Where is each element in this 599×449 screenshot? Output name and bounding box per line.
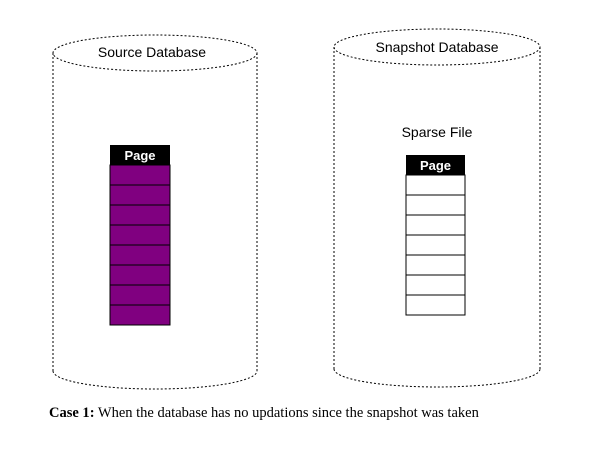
snapshot-page-row: [405, 274, 466, 296]
source-page-row: [109, 224, 171, 246]
snapshot-page-row: [405, 174, 466, 196]
snapshot-page-row: [405, 234, 466, 256]
source-page-stack: Page: [109, 145, 171, 326]
sparse-file-label: Sparse File: [402, 124, 473, 140]
source-page-row: [109, 304, 171, 326]
caption-text: When the database has no updations since…: [97, 405, 479, 421]
snapshot-database-cylinder: [333, 28, 541, 388]
snapshot-page-header-label: Page: [420, 158, 451, 173]
source-page-row: [109, 184, 171, 206]
source-page-row: [109, 204, 171, 226]
source-page-header-label: Page: [124, 148, 155, 163]
caption-case-label: Case 1: [49, 405, 90, 421]
source-page-row: [109, 244, 171, 266]
snapshot-page-row: [405, 194, 466, 216]
snapshot-db-bottom-curve: [333, 368, 541, 388]
snapshot-page-row: [405, 254, 466, 276]
source-database-title: Source Database: [98, 44, 206, 60]
snapshot-page-stack: Page: [405, 155, 466, 316]
source-page-header: [110, 145, 170, 165]
caption-colon: :: [89, 405, 95, 421]
source-database-cylinder: [52, 34, 258, 390]
snapshot-database-title: Snapshot Database: [376, 39, 499, 55]
snapshot-page-row: [405, 294, 466, 316]
source-db-bottom-curve: [52, 370, 258, 390]
source-page-row: [109, 284, 171, 306]
snapshot-page-row: [405, 214, 466, 236]
source-page-row: [109, 264, 171, 286]
caption: Case 1: When the database has no updatio…: [49, 405, 589, 422]
snapshot-page-header: [406, 155, 465, 175]
source-page-row: [109, 164, 171, 186]
